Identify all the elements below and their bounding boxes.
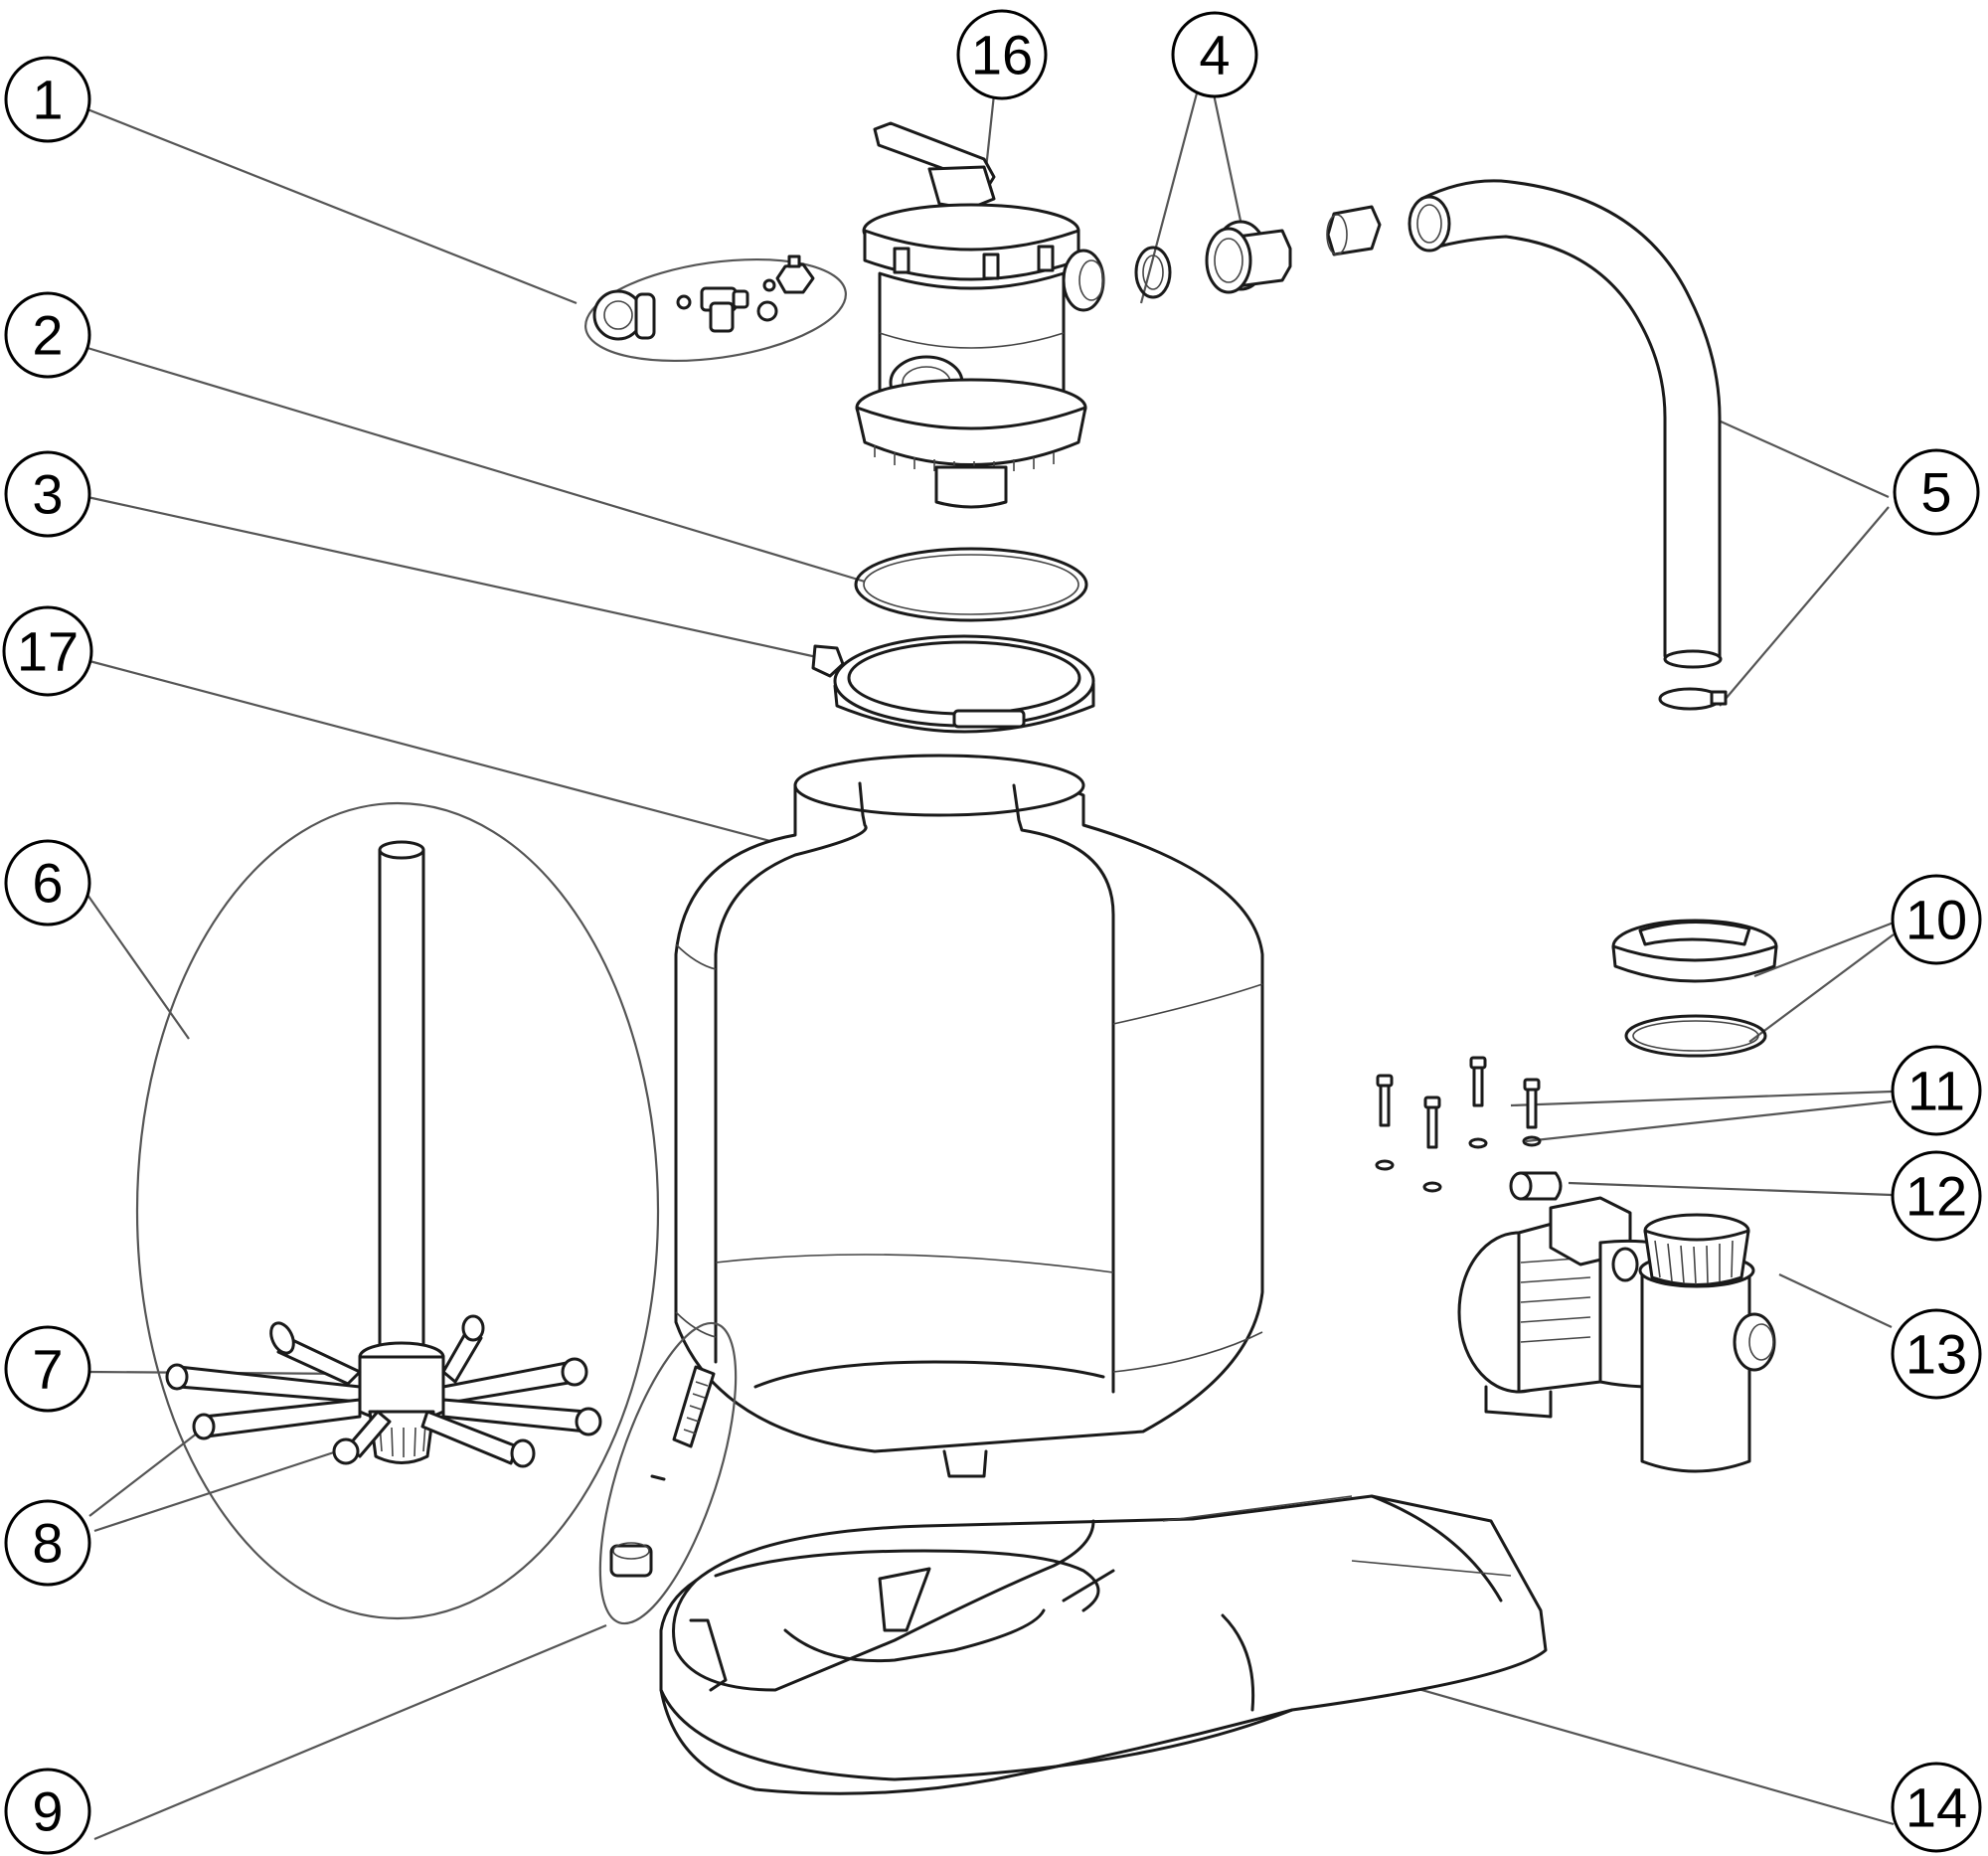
callout-9: 9 <box>4 1768 91 1855</box>
part-5-hose-and-clamp <box>1408 179 1728 711</box>
part-11-bolts-and-washers <box>1375 1056 1542 1193</box>
callout-16: 16 <box>956 9 1048 100</box>
callout-12-label: 12 <box>1905 1165 1967 1228</box>
callout-12: 12 <box>1891 1150 1982 1242</box>
part-6-laterals-assembly <box>135 801 660 1620</box>
callout-8: 8 <box>4 1499 91 1587</box>
callout-17-label: 17 <box>17 620 79 683</box>
part-1-fittings-set <box>584 254 847 363</box>
callout-9-label: 9 <box>32 1780 63 1843</box>
part-2-o-ring <box>854 547 1088 622</box>
callout-14: 14 <box>1891 1762 1982 1853</box>
callout-6: 6 <box>4 839 91 927</box>
callout-5: 5 <box>1893 448 1980 536</box>
callout-1-label: 1 <box>32 69 63 131</box>
callout-4-label: 4 <box>1199 24 1230 86</box>
callout-3-label: 3 <box>32 463 63 526</box>
callout-11: 11 <box>1891 1045 1982 1136</box>
callout-3: 3 <box>4 450 91 538</box>
part-17-filter-tank <box>674 754 1264 1478</box>
callout-7: 7 <box>4 1325 91 1413</box>
callout-5-label: 5 <box>1920 461 1951 524</box>
callout-1: 1 <box>4 56 91 143</box>
part-13-pump <box>1457 1196 1776 1473</box>
part-16-multiport-valve <box>855 121 1105 509</box>
callout-16-label: 16 <box>971 24 1033 86</box>
part-3-clamp-ring <box>811 634 1095 734</box>
part-4-union-fittings <box>1134 205 1382 299</box>
callout-7-label: 7 <box>32 1338 63 1401</box>
callout-4: 4 <box>1171 11 1258 98</box>
callout-11-label: 11 <box>1907 1060 1965 1122</box>
part-12-capacitor <box>1509 1171 1563 1201</box>
part-9-drain-parts <box>598 1321 738 1625</box>
callout-10-label: 10 <box>1905 889 1967 951</box>
part-10-pump-lid-and-seal <box>1611 919 1778 1058</box>
part-14-filter-base <box>659 1494 1548 1795</box>
leader-lines <box>86 88 1895 1841</box>
callout-14-label: 14 <box>1905 1776 1967 1839</box>
callout-13-label: 13 <box>1905 1323 1967 1386</box>
callout-10: 10 <box>1891 874 1982 965</box>
callout-17: 17 <box>2 605 93 697</box>
callout-2-label: 2 <box>32 304 63 367</box>
callout-8-label: 8 <box>32 1512 63 1575</box>
callout-13: 13 <box>1891 1308 1982 1400</box>
callout-labels: 1 2 3 4 5 6 7 8 <box>2 9 1982 1855</box>
callout-2: 2 <box>4 291 91 379</box>
callout-6-label: 6 <box>32 852 63 915</box>
